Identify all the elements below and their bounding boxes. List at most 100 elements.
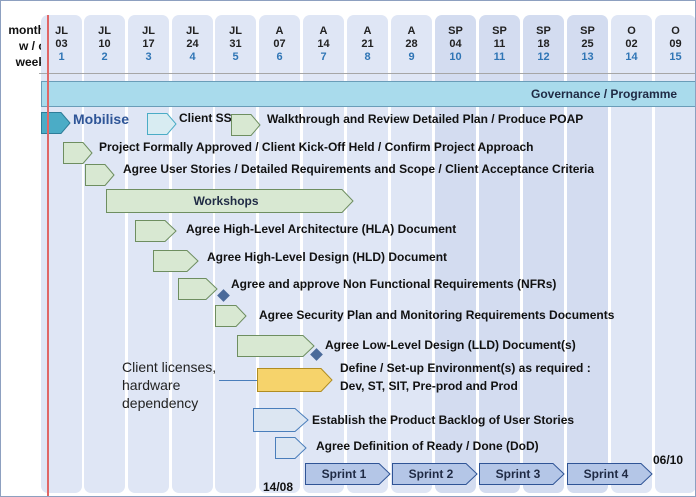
week-month: JL [186,25,199,37]
week-month: SP [492,25,507,37]
approved-label: Project Formally Approved / Client Kick-… [99,140,534,154]
sprint-2-label: Sprint 2 [408,467,454,481]
client-ss-label: Client SS [179,111,232,125]
week-day: 10 [98,38,111,50]
week-week: 6 [276,51,283,63]
hld-label: Agree High-Level Design (HLD) Document [207,250,448,264]
week-day: 03 [55,38,68,50]
mobilise-label: Mobilise [73,111,130,127]
week-day: 07 [273,38,286,50]
week-week: 3 [145,51,152,63]
week-month: A [275,25,284,37]
note-line-3: dependency [122,395,199,411]
governance-label: Governance / Programme [531,87,678,101]
week-month: A [407,25,416,37]
sprint-1-label: Sprint 1 [321,467,367,481]
week-week: 8 [364,51,371,63]
week-day: 18 [537,38,550,50]
week-month: O [627,25,636,37]
sprint-1-bar [305,463,391,485]
week-label: week [15,55,45,69]
lld-bar [237,335,315,357]
week-week: 7 [320,51,327,63]
nfr-bar [178,278,218,300]
hld-bar [153,250,199,272]
header-divider [39,73,695,74]
week-day: 25 [581,38,594,50]
week-month: JL [98,25,111,37]
week-week: 15 [669,51,682,63]
week-month: A [363,25,372,37]
week-day: 24 [186,38,199,50]
week-month: JL [142,25,155,37]
backlog-label: Establish the Product Backlog of User St… [312,413,575,427]
week-day: 28 [405,38,418,50]
week-week: 14 [625,51,638,63]
week-week: 11 [493,51,506,63]
week-week: 2 [101,51,108,63]
lld-label: Agree Low-Level Design (LLD) Document(s) [325,338,576,352]
environment-bar [257,368,333,392]
week-commencing-label: w / c [18,39,45,53]
workshops-label: Workshops [193,194,259,208]
sprint-2-bar [392,463,478,485]
week-day: 09 [669,38,682,50]
user-stories-label: Agree User Stories / Detailed Requiremen… [123,162,595,176]
walkthrough-label: Walkthrough and Review Detailed Plan / P… [267,112,584,126]
user-stories-bar [85,164,115,186]
sprint-3-label: Sprint 3 [495,467,541,481]
security-bar [215,305,247,327]
week-week: 5 [232,51,239,63]
today-marker [47,15,49,496]
week-week: 4 [189,51,196,63]
environment-label-2: Dev, ST, SIT, Pre-prod and Prod [340,379,518,393]
hla-label: Agree High-Level Architecture (HLA) Docu… [186,222,457,236]
client-ss-bar [147,113,177,135]
approved-bar [63,142,93,164]
week-day: 31 [229,38,242,50]
environment-label-1: Define / Set-up Environment(s) as requir… [340,361,591,375]
sprint-3-bar [479,463,565,485]
sprint-start-date: 14/08 [263,480,294,494]
week-month: SP [580,25,595,37]
security-label: Agree Security Plan and Monitoring Requi… [259,308,615,322]
week-month: JL [229,25,242,37]
month-label: month [8,23,45,37]
walkthrough-bar [231,114,261,136]
header-labels: month w / c week [1,1,45,75]
sprint-4-bar [567,463,653,485]
client-licenses-note: Client licenses, hardware dependency [122,358,216,412]
week-day: 17 [142,38,155,50]
week-week: 1 [58,51,65,63]
backlog-bar [253,408,309,432]
note-line-2: hardware [122,377,181,393]
nfr-label: Agree and approve Non Functional Require… [231,277,557,291]
note-connector [219,380,257,381]
week-day: 11 [493,38,506,50]
week-week: 10 [449,51,462,63]
sprint-end-date: 06/10 [653,453,684,467]
week-month: JL [55,25,68,37]
week-week: 9 [408,51,415,63]
week-week: 12 [537,51,550,63]
note-line-1: Client licenses, [122,359,217,375]
week-month: O [671,25,680,37]
sprint-4-label: Sprint 4 [583,467,629,481]
week-day: 04 [449,38,462,50]
